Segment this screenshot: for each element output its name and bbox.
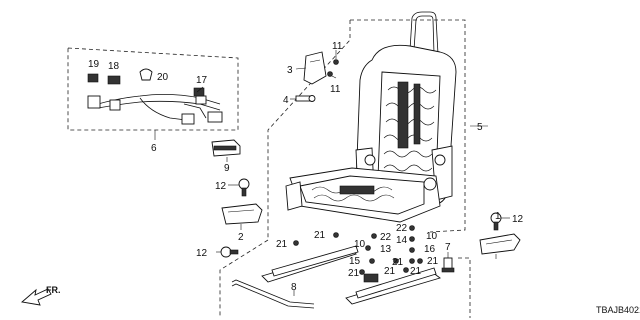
- callout-3: 3: [287, 65, 293, 76]
- callout-21-g: 21: [410, 266, 422, 277]
- recliner-cover: [303, 51, 327, 85]
- bolt-12-upper: [238, 178, 250, 197]
- callout-11-a: 11: [332, 41, 343, 52]
- wire-harness: [87, 68, 223, 125]
- front-direction-arrow: FR.: [20, 285, 61, 306]
- callout-9: 9: [224, 163, 230, 174]
- part-7-knob: [441, 257, 455, 273]
- small-fasteners: [293, 225, 423, 275]
- part-8-rod: [231, 279, 315, 309]
- callout-19: 19: [88, 59, 100, 70]
- callout-4: 4: [283, 95, 289, 106]
- callout-8: 8: [291, 282, 297, 293]
- callout-22-b: 22: [396, 223, 408, 234]
- seat-frame: [285, 11, 457, 223]
- seat-assembly-boundary: [219, 19, 471, 318]
- callout-20: 20: [157, 72, 169, 83]
- callout-14: 14: [396, 235, 408, 246]
- direction-label: FR.: [46, 285, 61, 295]
- callouts: 1 1 2 3 4 5 6 7 8 9 10 10 11 11 12 12 12…: [88, 41, 524, 293]
- callout-10-a: 10: [354, 239, 366, 250]
- diagram-code: TBAJB4021: [596, 305, 640, 315]
- callout-2: 2: [238, 232, 244, 243]
- callout-15: 15: [349, 256, 361, 267]
- harness-boundary: [67, 47, 239, 131]
- callout-21-e: 21: [392, 257, 404, 268]
- callout-17: 17: [196, 75, 208, 86]
- bolts-11: [327, 59, 339, 77]
- callout-21-c: 21: [348, 268, 360, 279]
- leader-lines: [154, 50, 510, 296]
- slide-rail-right: [345, 267, 441, 305]
- part-1-cover: [479, 233, 521, 255]
- part-9-block: [211, 139, 241, 157]
- callout-18: 18: [108, 61, 120, 72]
- callout-7: 7: [445, 242, 451, 253]
- callout-5: 5: [477, 122, 483, 133]
- callout-16: 16: [424, 244, 436, 255]
- part-2-cover: [221, 203, 263, 225]
- callout-11-b: 11: [330, 84, 341, 95]
- callout-10-b: 10: [426, 231, 438, 242]
- callout-13: 13: [380, 244, 392, 255]
- callout-12-c: 12: [512, 214, 524, 225]
- callout-12-a: 12: [215, 181, 227, 192]
- slide-rail-left: [261, 245, 359, 283]
- callout-12-b: 12: [196, 248, 208, 259]
- callout-6: 6: [151, 143, 157, 154]
- bolt-12-lower: [220, 246, 239, 258]
- callout-22-a: 22: [380, 232, 392, 243]
- clip-4: [295, 95, 316, 102]
- callout-21-f: 21: [427, 256, 439, 267]
- callout-1: 1: [495, 211, 501, 222]
- callout-21-b: 21: [314, 230, 326, 241]
- callout-21-d: 21: [384, 266, 396, 277]
- callout-21-a: 21: [276, 239, 288, 250]
